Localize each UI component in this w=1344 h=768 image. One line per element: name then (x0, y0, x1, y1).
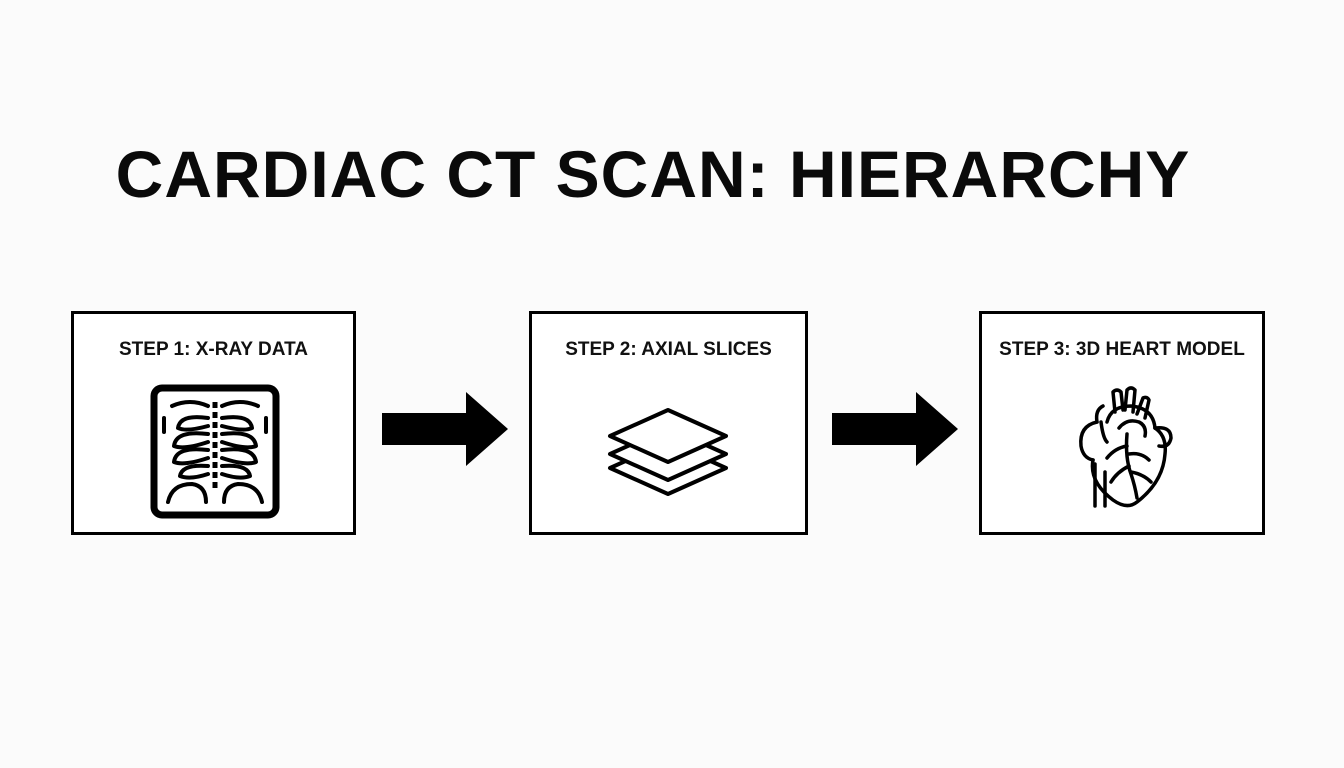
step-3-label: STEP 3: 3D HEART MODEL (999, 339, 1245, 360)
right-arrow-icon (382, 392, 508, 466)
step-2-box: STEP 2: AXIAL SLICES (529, 311, 808, 535)
right-arrow-icon (832, 392, 958, 466)
step-3-box: STEP 3: 3D HEART MODEL (979, 311, 1265, 535)
chest-xray-icon (150, 384, 280, 519)
step-2-label: STEP 2: AXIAL SLICES (565, 339, 772, 360)
step-1-label: STEP 1: X-RAY DATA (119, 339, 308, 360)
step-1-box: STEP 1: X-RAY DATA (71, 311, 356, 535)
anatomical-heart-icon (1079, 386, 1173, 508)
diagram-title: CARDIAC CT SCAN: HIERARCHY (115, 137, 1191, 211)
stacked-layers-icon (608, 408, 728, 496)
